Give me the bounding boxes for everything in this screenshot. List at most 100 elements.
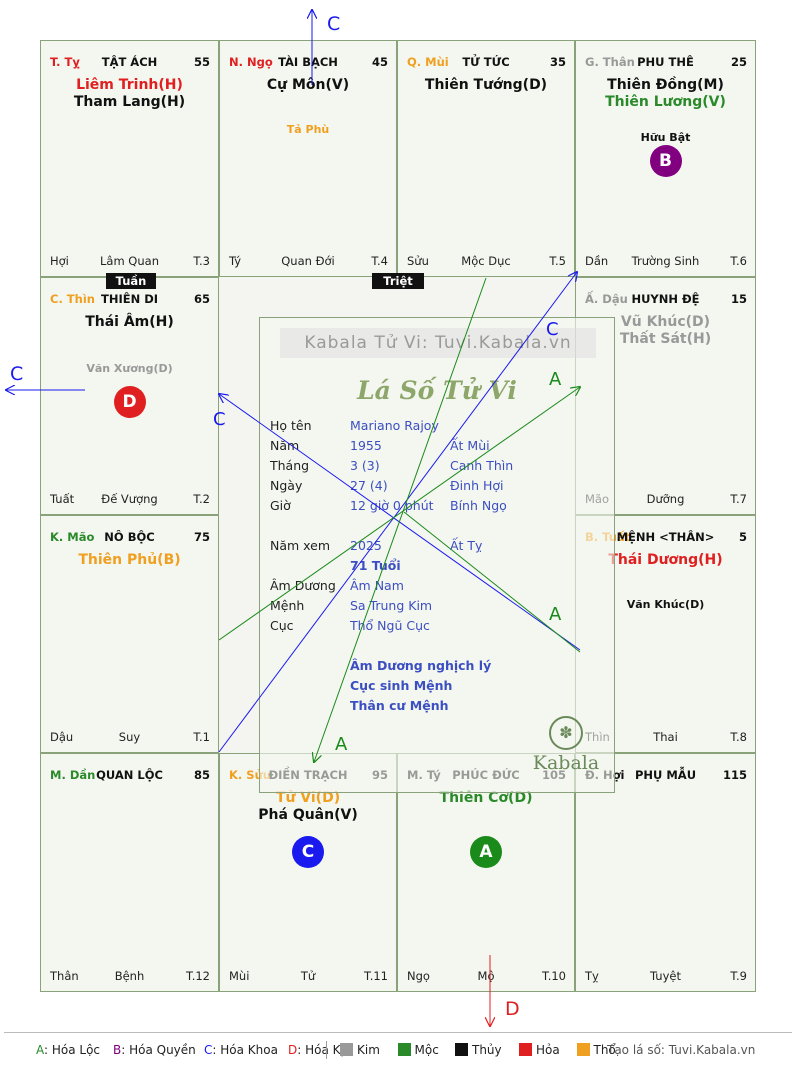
palace-limit: T.3 xyxy=(193,254,210,268)
info-label: Mệnh xyxy=(270,598,305,613)
palace-can: Ấ. Dậu xyxy=(585,292,628,306)
legend-element: Kim xyxy=(340,1043,380,1057)
palace-age-number: 65 xyxy=(193,292,210,306)
info-value: 3 (3) xyxy=(350,458,380,473)
element-swatch xyxy=(340,1043,353,1056)
palace-branch: Tỵ xyxy=(585,969,599,983)
transform-circle-a: A xyxy=(470,836,502,868)
major-star: Thái Âm(H) xyxy=(85,314,174,330)
palace-stage: Tuyệt xyxy=(650,969,681,983)
palace-branch: Hợi xyxy=(50,254,69,268)
palace-age-number: 15 xyxy=(730,292,747,306)
palace-limit: T.10 xyxy=(542,969,566,983)
palace-name: QUAN LỘC xyxy=(96,768,163,782)
palace-stage: Bệnh xyxy=(114,969,145,983)
legend-key: A xyxy=(36,1043,44,1057)
legend-transform-d: D: Hóa Kị xyxy=(288,1043,344,1057)
major-star: Thiên Đồng(M) xyxy=(607,77,724,93)
kabala-tree-icon: ✽ xyxy=(549,716,583,750)
palace-limit: T.1 xyxy=(193,730,210,744)
legend-key: D xyxy=(288,1043,298,1057)
info-value: Thổ Ngũ Cục xyxy=(350,618,430,633)
palace-name: THIÊN DI xyxy=(100,292,159,306)
palace-stage: Mộc Dục xyxy=(461,254,511,268)
palace-age-number: 115 xyxy=(722,768,747,782)
palace-branch: Sửu xyxy=(407,254,429,268)
palace-limit: T.5 xyxy=(549,254,566,268)
arrow-label-bottom: D xyxy=(505,998,520,1020)
palace-limit: T.11 xyxy=(364,969,388,983)
major-star: Tham Lang(H) xyxy=(73,94,186,110)
transform-circle-c: C xyxy=(292,836,324,868)
legend-text: : Hóa Kị xyxy=(297,1043,344,1057)
legend-text: : Hóa Lộc xyxy=(44,1043,101,1057)
minor-star: Văn Khúc(D) xyxy=(626,598,705,611)
palace-can: M. Dần xyxy=(50,768,96,782)
palace-branch: Mùi xyxy=(229,969,250,983)
palace-name: TÀI BẠCH xyxy=(278,55,338,69)
element-swatch xyxy=(519,1043,532,1056)
legend-key: C xyxy=(204,1043,213,1057)
palace-stage: Lâm Quan xyxy=(100,254,159,268)
palace-can: T. Tỵ xyxy=(50,55,80,69)
triet-tag: Triệt xyxy=(372,273,424,289)
element-name: Mộc xyxy=(414,1043,439,1057)
element-swatch xyxy=(455,1043,468,1056)
kabala-logo: ✽Kabala xyxy=(526,716,606,774)
legend-text: : Hóa Khoa xyxy=(212,1043,278,1057)
minor-star: Văn Xương(D) xyxy=(86,362,173,375)
palace-limit: T.2 xyxy=(193,492,210,506)
major-star: Thất Sát(H) xyxy=(619,331,712,347)
palace-stage: Quan Đới xyxy=(281,254,335,268)
palace-can: Q. Mùi xyxy=(407,55,449,69)
palace-can: G. Thân xyxy=(585,55,635,69)
palace-branch: Ngọ xyxy=(407,969,430,983)
info-label: Tháng xyxy=(270,458,310,473)
palace-name: MỆNH <THÂN> xyxy=(616,530,715,544)
year-label: Năm xem xyxy=(270,538,331,553)
palace-name: NÔ BỘC xyxy=(104,530,155,544)
palace-age-number: 5 xyxy=(738,530,747,544)
palace-age-number: 25 xyxy=(730,55,747,69)
element-swatch xyxy=(576,1043,590,1056)
info-label: Ngày xyxy=(270,478,303,493)
chart-title: Lá Số Tử Vi xyxy=(357,376,517,405)
major-star: Thiên Tướng(D) xyxy=(424,77,548,93)
major-star: Phá Quân(V) xyxy=(258,807,358,823)
info-label: Giờ xyxy=(270,498,291,513)
palace-can: K. Mão xyxy=(50,530,95,544)
palace-branch: Tý xyxy=(229,254,242,268)
palace-age-number: 85 xyxy=(193,768,210,782)
legend-text: : Hóa Quyền xyxy=(121,1043,196,1057)
palace-stage: Trường Sinh xyxy=(631,254,700,268)
palace-stage: Đế Vượng xyxy=(101,492,158,506)
arrow-label-left: C xyxy=(10,363,23,385)
palace-age-number: 35 xyxy=(549,55,566,69)
major-star: Thiên Cơ(D) xyxy=(439,790,533,806)
element-name: Thủy xyxy=(472,1043,502,1057)
info-label: Họ tên xyxy=(270,418,312,433)
minor-star: Tả Phù xyxy=(286,123,330,136)
palace-limit: T.6 xyxy=(730,254,747,268)
legend-bar xyxy=(326,1041,327,1059)
info-value: 1955 xyxy=(350,438,382,453)
palace-name: TẬT ÁCH xyxy=(101,55,158,69)
major-star: Thái Dương(H) xyxy=(608,552,723,568)
info-can-chi: Ất Mùi xyxy=(450,438,490,453)
palace-branch: Dậu xyxy=(50,730,74,744)
palace-name: PHU THÊ xyxy=(637,55,694,69)
info-label: Âm Dương xyxy=(270,578,336,593)
info-can-chi: Canh Thìn xyxy=(450,458,514,473)
major-star: Vũ Khúc(D) xyxy=(620,314,711,330)
palace-stage: Thai xyxy=(653,730,678,744)
info-value: Sa Trung Kim xyxy=(350,598,433,613)
element-name: Hỏa xyxy=(536,1043,560,1057)
